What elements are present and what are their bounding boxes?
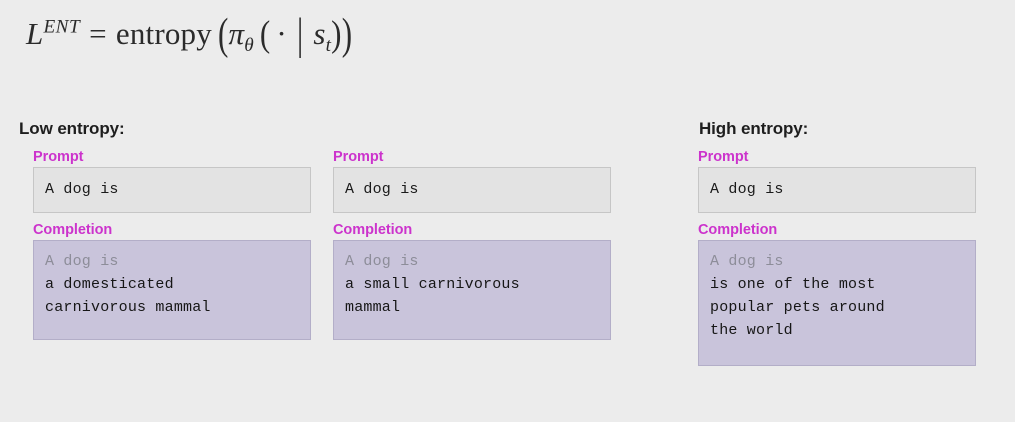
policy-symbol: π [228,16,245,51]
entropy-loss-formula: LENT=entropy(πθ(·|st)) [26,8,352,59]
completion-box: A dog is a domesticated carnivorous mamma… [33,240,311,340]
prompt-label: Prompt [33,149,84,165]
high-entropy-columns: Prompt A dog is Completion A dog is is on… [680,140,976,366]
sample-column-low-a: Prompt A dog is Completion A dog is a dom… [33,140,311,340]
prompt-box: A dog is [33,167,311,213]
policy-subscript: θ [244,35,254,57]
completion-box: A dog is a small carnivorous mammal [333,240,611,340]
sample-column-low-b: Prompt A dog is Completion A dog is a sma… [333,140,611,340]
prompt-label: Prompt [698,149,749,165]
high-entropy-title: High entropy: [699,119,809,138]
completion-echoed-prompt: A dog is [345,253,419,270]
high-entropy-group: High entropy: Prompt A dog is Completion… [680,118,976,366]
completion-box: A dog is is one of the most popular pets … [698,240,976,366]
sample-column-high: Prompt A dog is Completion A dog is is on… [698,140,976,366]
completion-generated-text: a small carnivorous mammal [345,276,520,316]
loss-superscript: ENT [43,16,81,38]
conditional-bar: | [296,7,304,59]
completion-label: Completion [698,222,778,238]
completion-label: Completion [33,222,113,238]
outer-paren-close: ) [341,7,353,59]
completion-label: Completion [333,222,413,238]
prompt-box: A dog is [333,167,611,213]
completion-generated-text: is one of the most popular pets around t… [710,276,885,339]
inner-paren-close: ) [331,12,342,55]
completion-generated-text: a domesticated carnivorous mammal [45,276,211,316]
outer-paren-open: ( [217,7,229,59]
equals-sign: = [89,16,107,51]
state-symbol: s [313,16,326,51]
completion-echoed-prompt: A dog is [710,253,784,270]
low-entropy-columns: Prompt A dog is Completion A dog is a dom… [0,140,611,340]
low-entropy-group: Low entropy: Prompt A dog is Completion … [0,118,611,340]
dot-placeholder: · [276,16,287,51]
completion-echoed-prompt: A dog is [45,253,119,270]
inner-paren-open: ( [259,12,271,55]
low-entropy-title: Low entropy: [19,119,125,138]
prompt-box: A dog is [698,167,976,213]
state-subscript: t [325,35,332,57]
prompt-label: Prompt [333,149,384,165]
loss-symbol: L [26,16,44,51]
entropy-operator: entropy [115,16,212,51]
